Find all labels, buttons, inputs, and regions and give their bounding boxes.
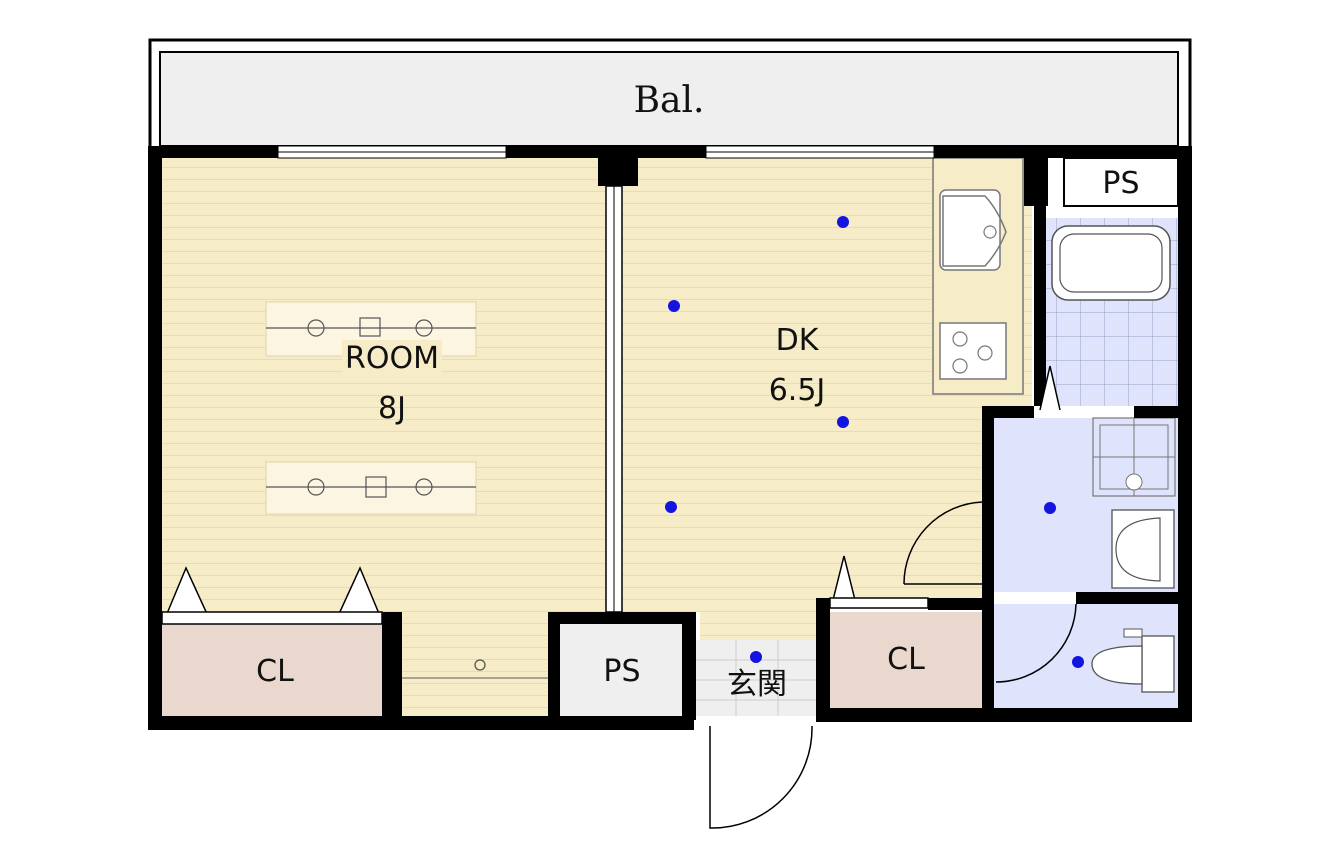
- smoke-detector-icon: [474, 659, 486, 671]
- ps-bottom-area: [560, 624, 686, 716]
- closet-left-label: CL: [256, 654, 294, 689]
- closet-right-label: CL: [887, 642, 925, 677]
- entrance-label: 玄関: [727, 667, 787, 702]
- ps-bottom-label: PS: [603, 654, 640, 689]
- sliding-partition: [605, 185, 623, 613]
- bathroom-door: [1039, 365, 1061, 411]
- light-points: [665, 216, 1084, 668]
- stove-icon: [939, 322, 1007, 380]
- kitchen-counter: [932, 157, 1024, 395]
- sink-icon: [942, 195, 1007, 267]
- ps-top-label: PS: [1102, 166, 1139, 201]
- dk-floor: [618, 158, 1032, 640]
- dk-size: 6.5J: [769, 373, 826, 408]
- bathtub-icon: [1051, 225, 1171, 301]
- balcony: Bal.: [148, 38, 1192, 150]
- room-label: ROOM: [345, 341, 439, 376]
- room-size: 8J: [378, 391, 406, 426]
- bathroom: [1046, 218, 1178, 406]
- toilet-icon: [1091, 628, 1175, 693]
- windows: [277, 145, 935, 159]
- closet-right-doors: [829, 555, 929, 609]
- closet-left-area: [162, 624, 390, 718]
- closet-left-doors: [161, 566, 383, 625]
- closet-right-area: [830, 612, 982, 710]
- washroom: [994, 417, 1178, 592]
- toilet-room: [994, 604, 1178, 708]
- wash-basin-icon: [1111, 509, 1175, 589]
- balcony-label: Bal.: [634, 80, 705, 121]
- dk-label: DK: [776, 323, 820, 358]
- swing-doors: [709, 501, 1077, 829]
